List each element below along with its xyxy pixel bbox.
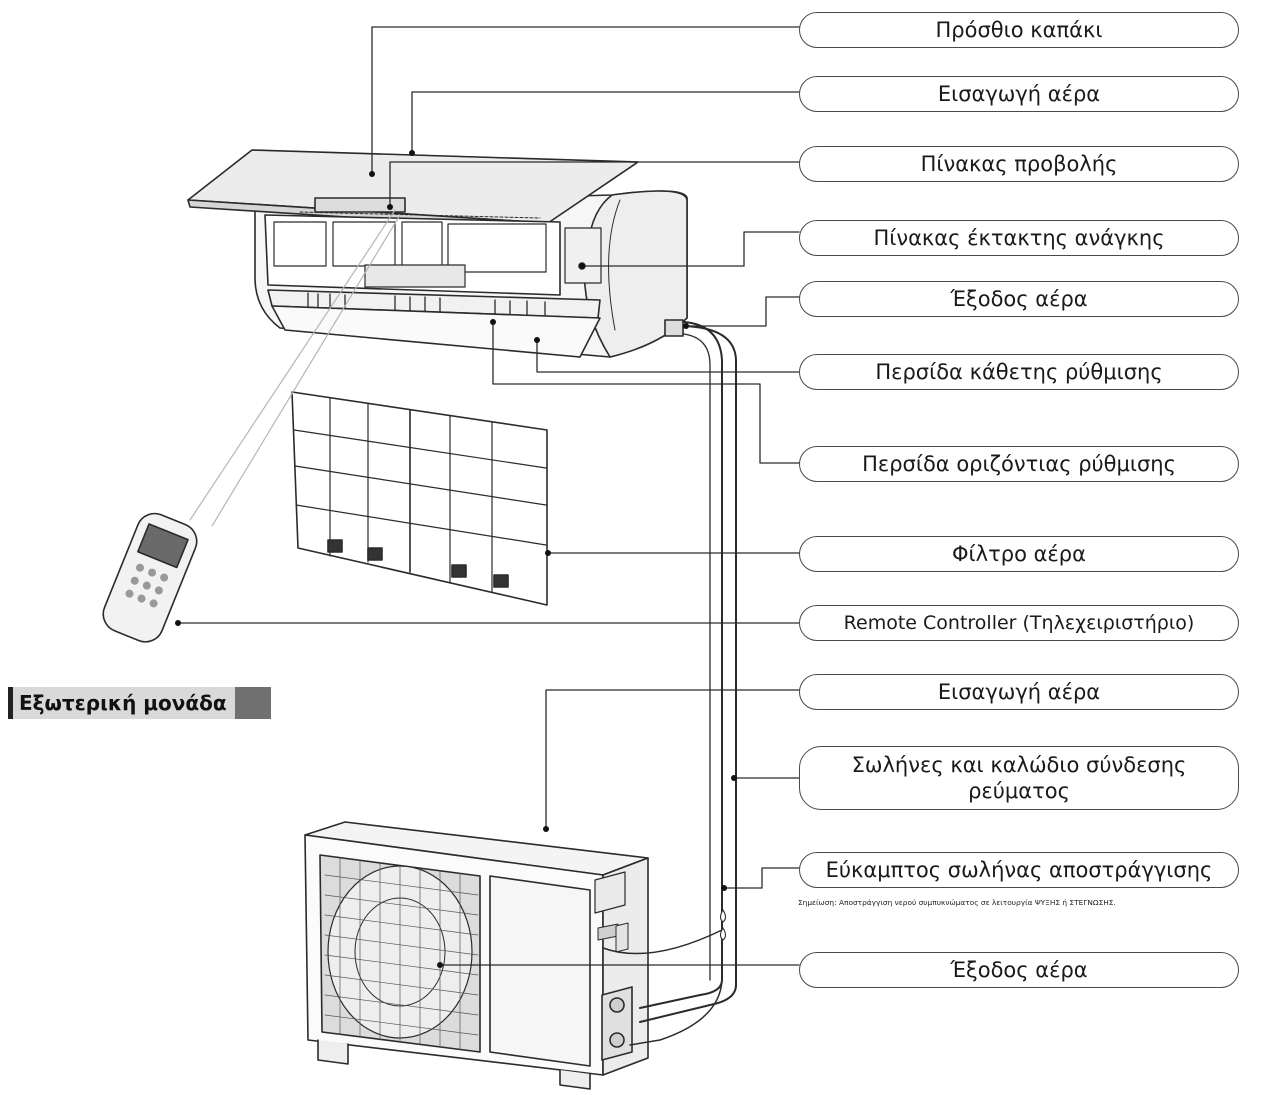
- label-text: Πρόσθιο καπάκι: [935, 18, 1103, 42]
- drain-note: Σημείωση: Αποστράγγιση νερού συμπυκνώματ…: [798, 898, 1116, 907]
- label-text: Πίνακας προβολής: [920, 152, 1118, 176]
- outdoor-unit-illustration: [304, 821, 649, 1090]
- label-air-inlet-indoor: Εισαγωγή αέρα: [799, 76, 1239, 112]
- label-text: Πίνακας έκτακτης ανάγκης: [873, 226, 1165, 250]
- label-text: Εισαγωγή αέρα: [937, 82, 1101, 106]
- leader-lines: [177, 26, 800, 966]
- label-emergency-panel: Πίνακας έκτακτης ανάγκης: [799, 220, 1239, 256]
- label-text-line2: ρεύματος: [968, 779, 1070, 803]
- outdoor-unit-heading: Εξωτερική μονάδα: [8, 687, 271, 719]
- connecting-pipes-illustration: [602, 321, 737, 1046]
- label-pipes-cable: Σωλήνες και καλώδιο σύνδεσης ρεύματος: [799, 746, 1239, 810]
- label-vertical-louver: Περσίδα κάθετης ρύθμισης: [799, 354, 1239, 390]
- label-remote-controller: Remote Controller (Τηλεχειριστήριο): [799, 605, 1239, 641]
- label-text: Εισαγωγή αέρα: [937, 680, 1101, 704]
- label-text: Έξοδος αέρα: [950, 958, 1088, 982]
- label-horizontal-louver: Περσίδα οριζόντιας ρύθμισης: [799, 446, 1239, 482]
- label-air-inlet-outdoor: Εισαγωγή αέρα: [799, 674, 1239, 710]
- label-display-panel: Πίνακας προβολής: [799, 146, 1239, 182]
- indoor-unit-illustration: [187, 149, 688, 358]
- label-air-outlet-outdoor: Έξοδος αέρα: [799, 952, 1239, 988]
- label-text: Έξοδος αέρα: [950, 287, 1088, 311]
- air-filter-illustration: [291, 391, 548, 606]
- label-drain-hose: Εύκαμπτος σωλήνας αποστράγγισης: [799, 852, 1239, 888]
- remote-controller-illustration: [102, 209, 401, 643]
- label-text: Εύκαμπτος σωλήνας αποστράγγισης: [825, 858, 1213, 882]
- label-text-line1: Σωλήνες και καλώδιο σύνδεσης: [851, 753, 1187, 777]
- label-text: Περσίδα κάθετης ρύθμισης: [875, 360, 1163, 384]
- label-text: Περσίδα οριζόντιας ρύθμισης: [862, 452, 1176, 476]
- label-text: Remote Controller (Τηλεχειριστήριο): [843, 612, 1195, 634]
- label-air-filter: Φίλτρο αέρα: [799, 536, 1239, 572]
- label-air-outlet-indoor: Έξοδος αέρα: [799, 281, 1239, 317]
- label-text: Φίλτρο αέρα: [952, 542, 1086, 566]
- label-front-panel: Πρόσθιο καπάκι: [799, 12, 1239, 48]
